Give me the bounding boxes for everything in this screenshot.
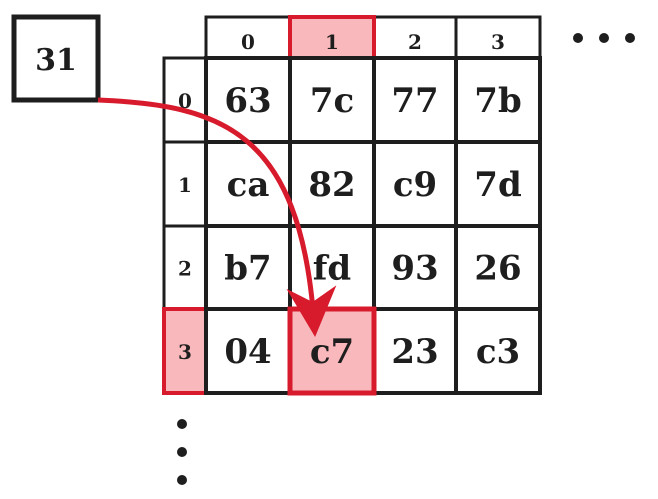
row-header-label: 3 [178,340,192,364]
sbox-cell-value: c9 [393,165,437,205]
sbox-cell-value: 77 [391,81,438,121]
sbox-cell-value: 23 [391,332,438,372]
row-header-cell [162,140,208,228]
vertical-ellipsis-icon [177,419,187,485]
sbox-cell-value: 26 [474,249,521,289]
sbox-cell-value: c3 [476,332,520,372]
sbox-cell-value: fd [313,249,351,289]
sbox-cell-value: 63 [224,81,271,121]
sbox-cell [204,140,292,228]
sbox-cell [454,224,542,311]
sbox-cell-value: 7c [310,81,354,121]
row-header-label: 0 [178,89,192,113]
input-byte-label: 31 [35,43,77,78]
sbox-cell-value: 04 [224,332,271,372]
sbox-cell-value: ca [227,165,270,205]
sbox-cell [204,224,292,311]
column-header-label: 0 [241,30,255,54]
row-header-label: 1 [178,173,192,197]
sbox-cell [288,140,376,228]
row-header-cell [162,56,208,144]
sbox-cell-value: 82 [308,165,355,205]
column-header-label: 3 [491,30,505,54]
column-header-row: 0 1 2 3 [204,15,542,60]
horizontal-ellipsis-icon [573,33,635,43]
sbox-cell [454,307,542,395]
sbox-cell-value: c7 [310,332,354,372]
sbox-cell-value: 93 [391,249,438,289]
sbox-cell [204,307,292,395]
sbox-cell-value: b7 [224,249,271,289]
sbox-cell [204,56,292,144]
column-header-label: 2 [408,30,422,54]
input-byte: 31 [11,14,101,103]
sbox-cell-value: 7b [474,81,521,121]
sbox-grid: 63 7c 77 7b ca 82 c9 7d b7 fd 93 26 04 c7 23 c3 [204,56,542,396]
lookup-arrow [97,97,337,337]
row-header-cell [162,224,208,311]
sbox-cell [372,224,458,311]
row-header-label: 2 [178,257,192,281]
input-byte-box [11,14,101,103]
column-header-label: 1 [325,30,339,54]
sbox-cell-value: 7d [474,165,521,205]
